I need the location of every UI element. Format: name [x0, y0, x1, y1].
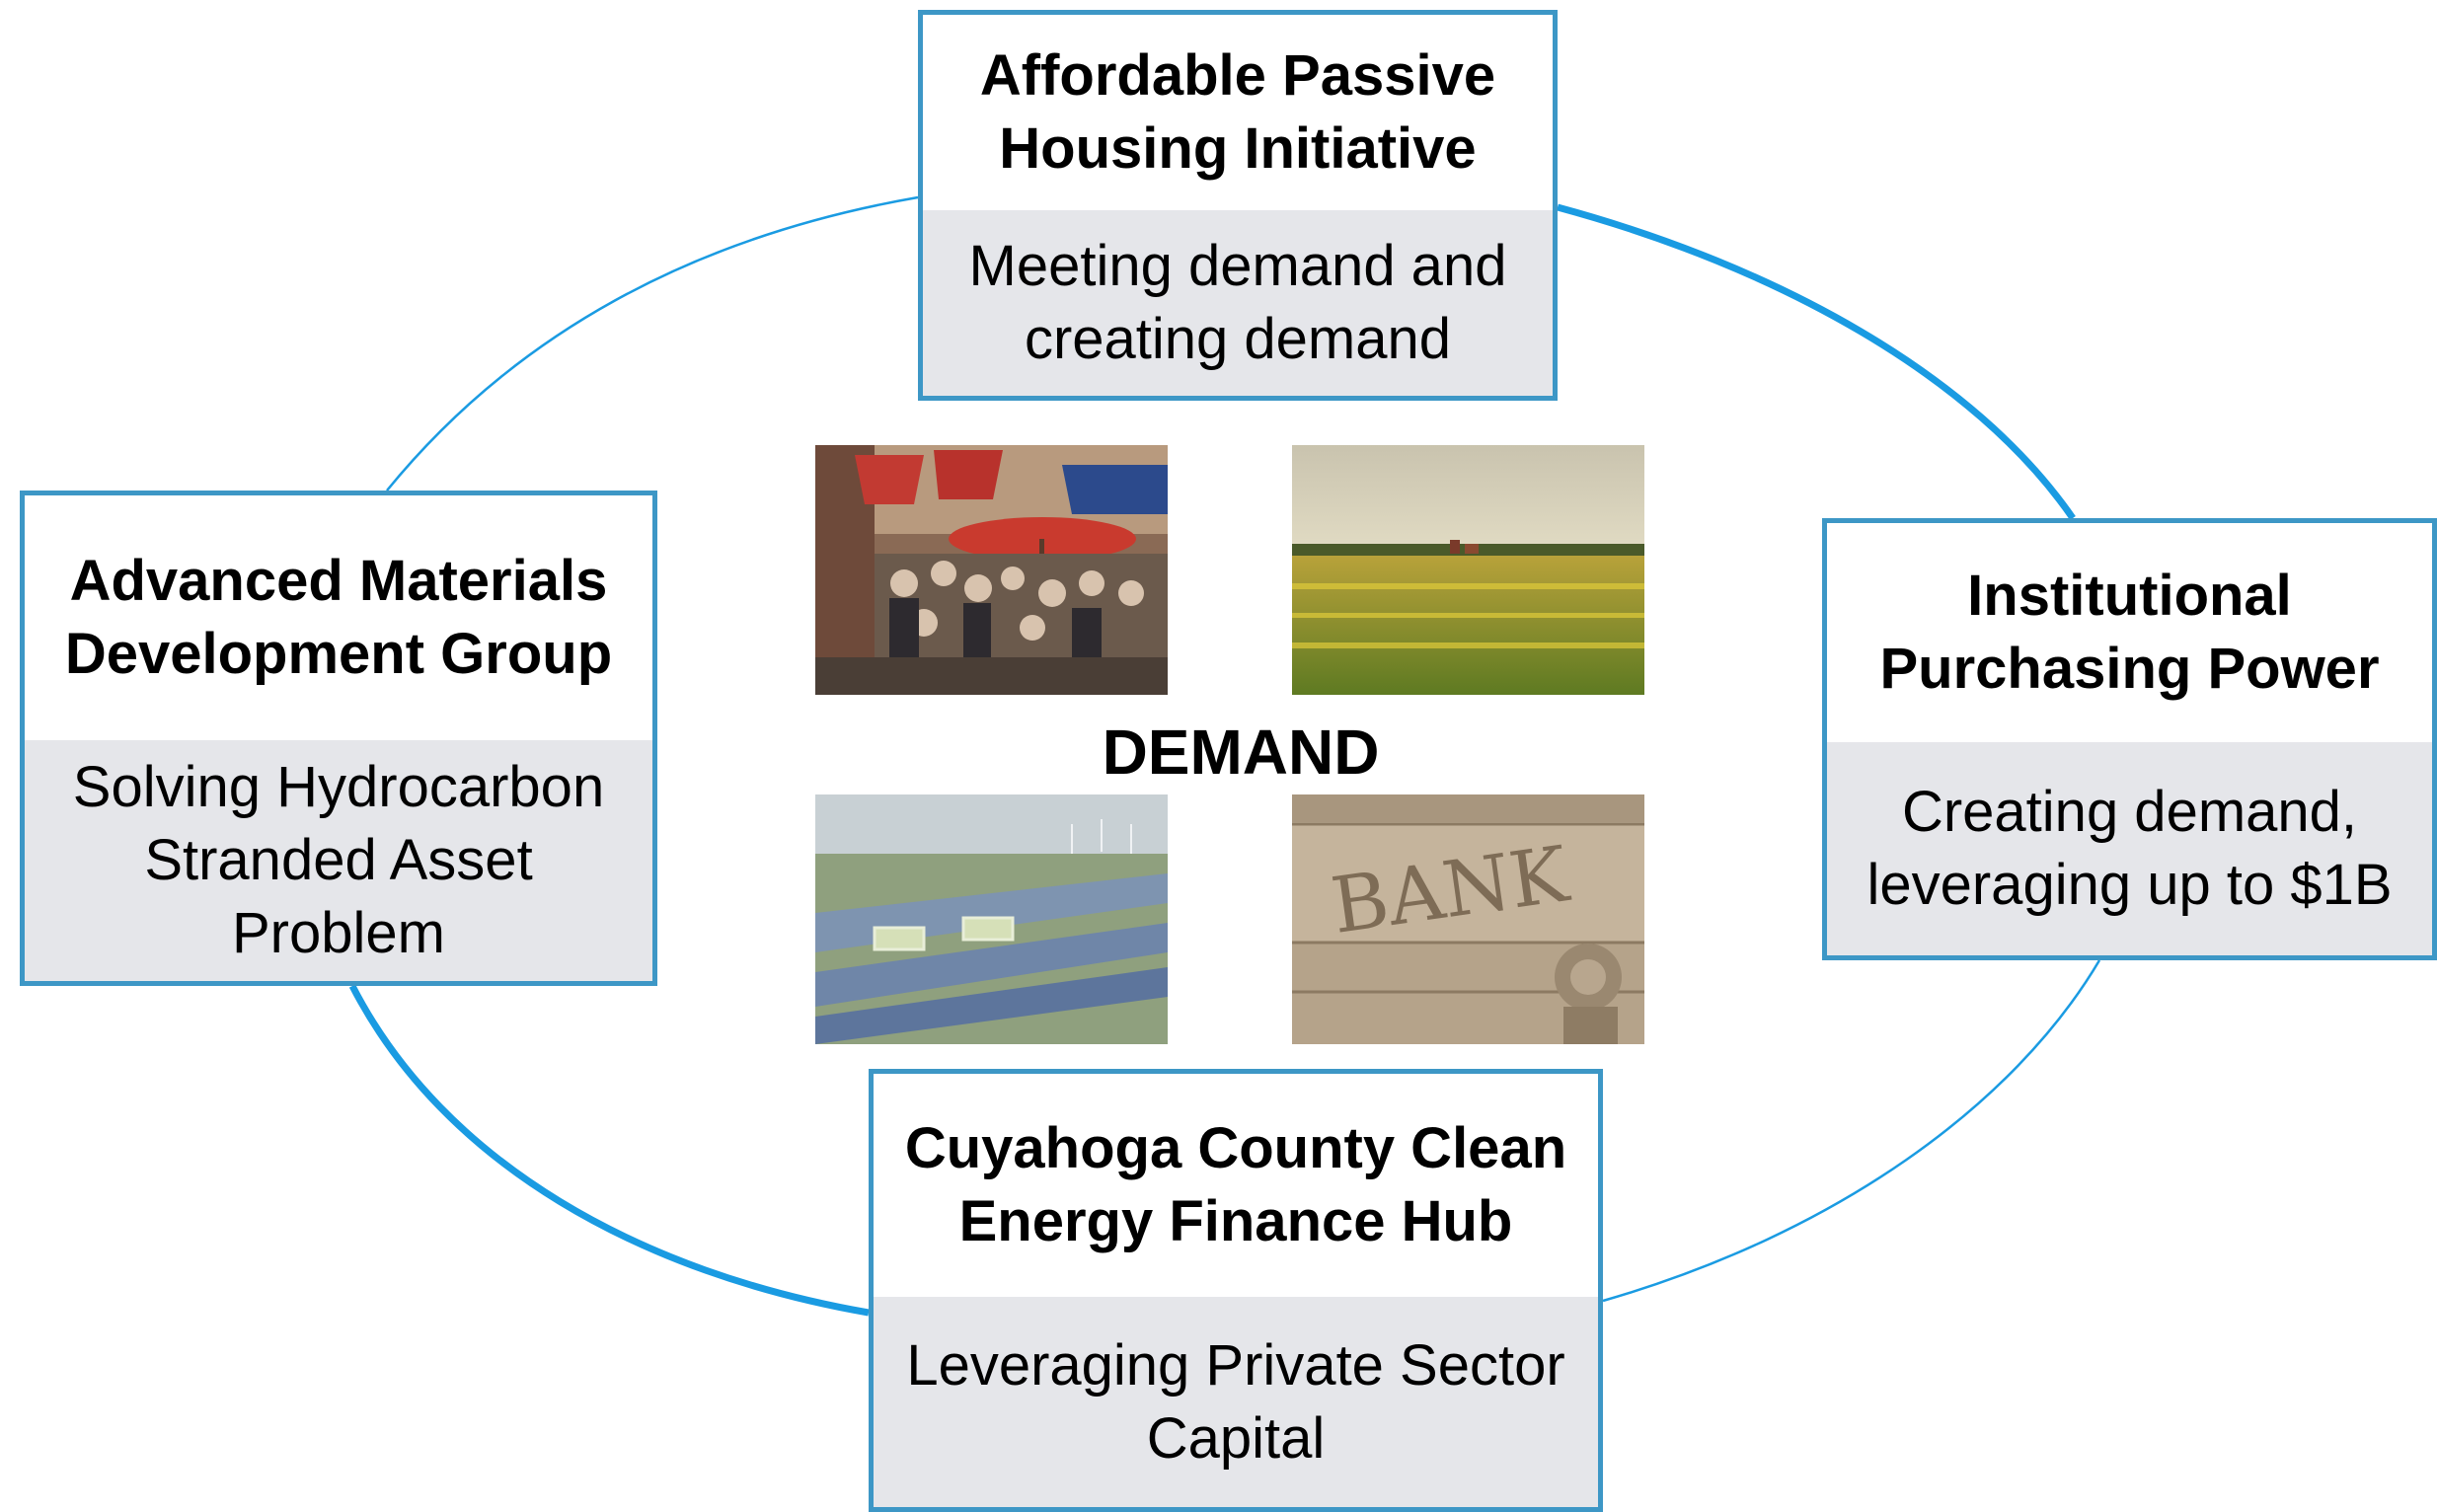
card-description: Meeting demand and creating demand	[923, 210, 1553, 396]
card-title: Institutional Purchasing Power	[1827, 523, 2432, 742]
ring-arc-bottom-left	[348, 984, 870, 1317]
card-description-text: Solving Hydrocarbon Stranded Asset Probl…	[72, 755, 605, 965]
solar-campus-photo	[815, 794, 1168, 1044]
ring-arc-top-left	[386, 195, 919, 491]
ring-arc-right-bottom	[1602, 959, 2101, 1303]
card-title: Cuyahoga County Clean Energy Finance Hub	[874, 1074, 1598, 1297]
card-description: Leveraging Private Sector Capital	[874, 1297, 1598, 1507]
card-title: Affordable Passive Housing Initiative	[923, 15, 1553, 210]
card-title: Advanced Materials Development Group	[25, 495, 652, 740]
card-institutional-purchasing: Institutional Purchasing Power Creating …	[1822, 518, 2437, 960]
card-description-text: Leveraging Private Sector Capital	[906, 1332, 1565, 1471]
card-clean-energy-finance-hub: Cuyahoga County Clean Energy Finance Hub…	[869, 1069, 1603, 1512]
bank-photo: BANK	[1292, 794, 1644, 1044]
card-title-text: Cuyahoga County Clean Energy Finance Hub	[904, 1116, 1567, 1253]
card-title-text: Advanced Materials Development Group	[64, 549, 613, 686]
cafe-photo	[815, 445, 1168, 695]
card-description-text: Creating demand, leveraging up to $1B	[1866, 780, 2393, 917]
card-advanced-materials: Advanced Materials Development Group Sol…	[20, 491, 657, 986]
card-title-text: Affordable Passive Housing Initiative	[979, 43, 1496, 181]
ring-arc-top-right	[1557, 203, 2076, 520]
field-photo	[1292, 445, 1644, 695]
card-title-text: Institutional Purchasing Power	[1879, 564, 2380, 701]
center-demand-label: DEMAND	[1102, 717, 1380, 788]
card-affordable-passive-housing: Affordable Passive Housing Initiative Me…	[918, 10, 1558, 401]
card-description: Solving Hydrocarbon Stranded Asset Probl…	[25, 740, 652, 981]
card-description: Creating demand, leveraging up to $1B	[1827, 742, 2432, 955]
card-description-text: Meeting demand and creating demand	[968, 234, 1507, 371]
